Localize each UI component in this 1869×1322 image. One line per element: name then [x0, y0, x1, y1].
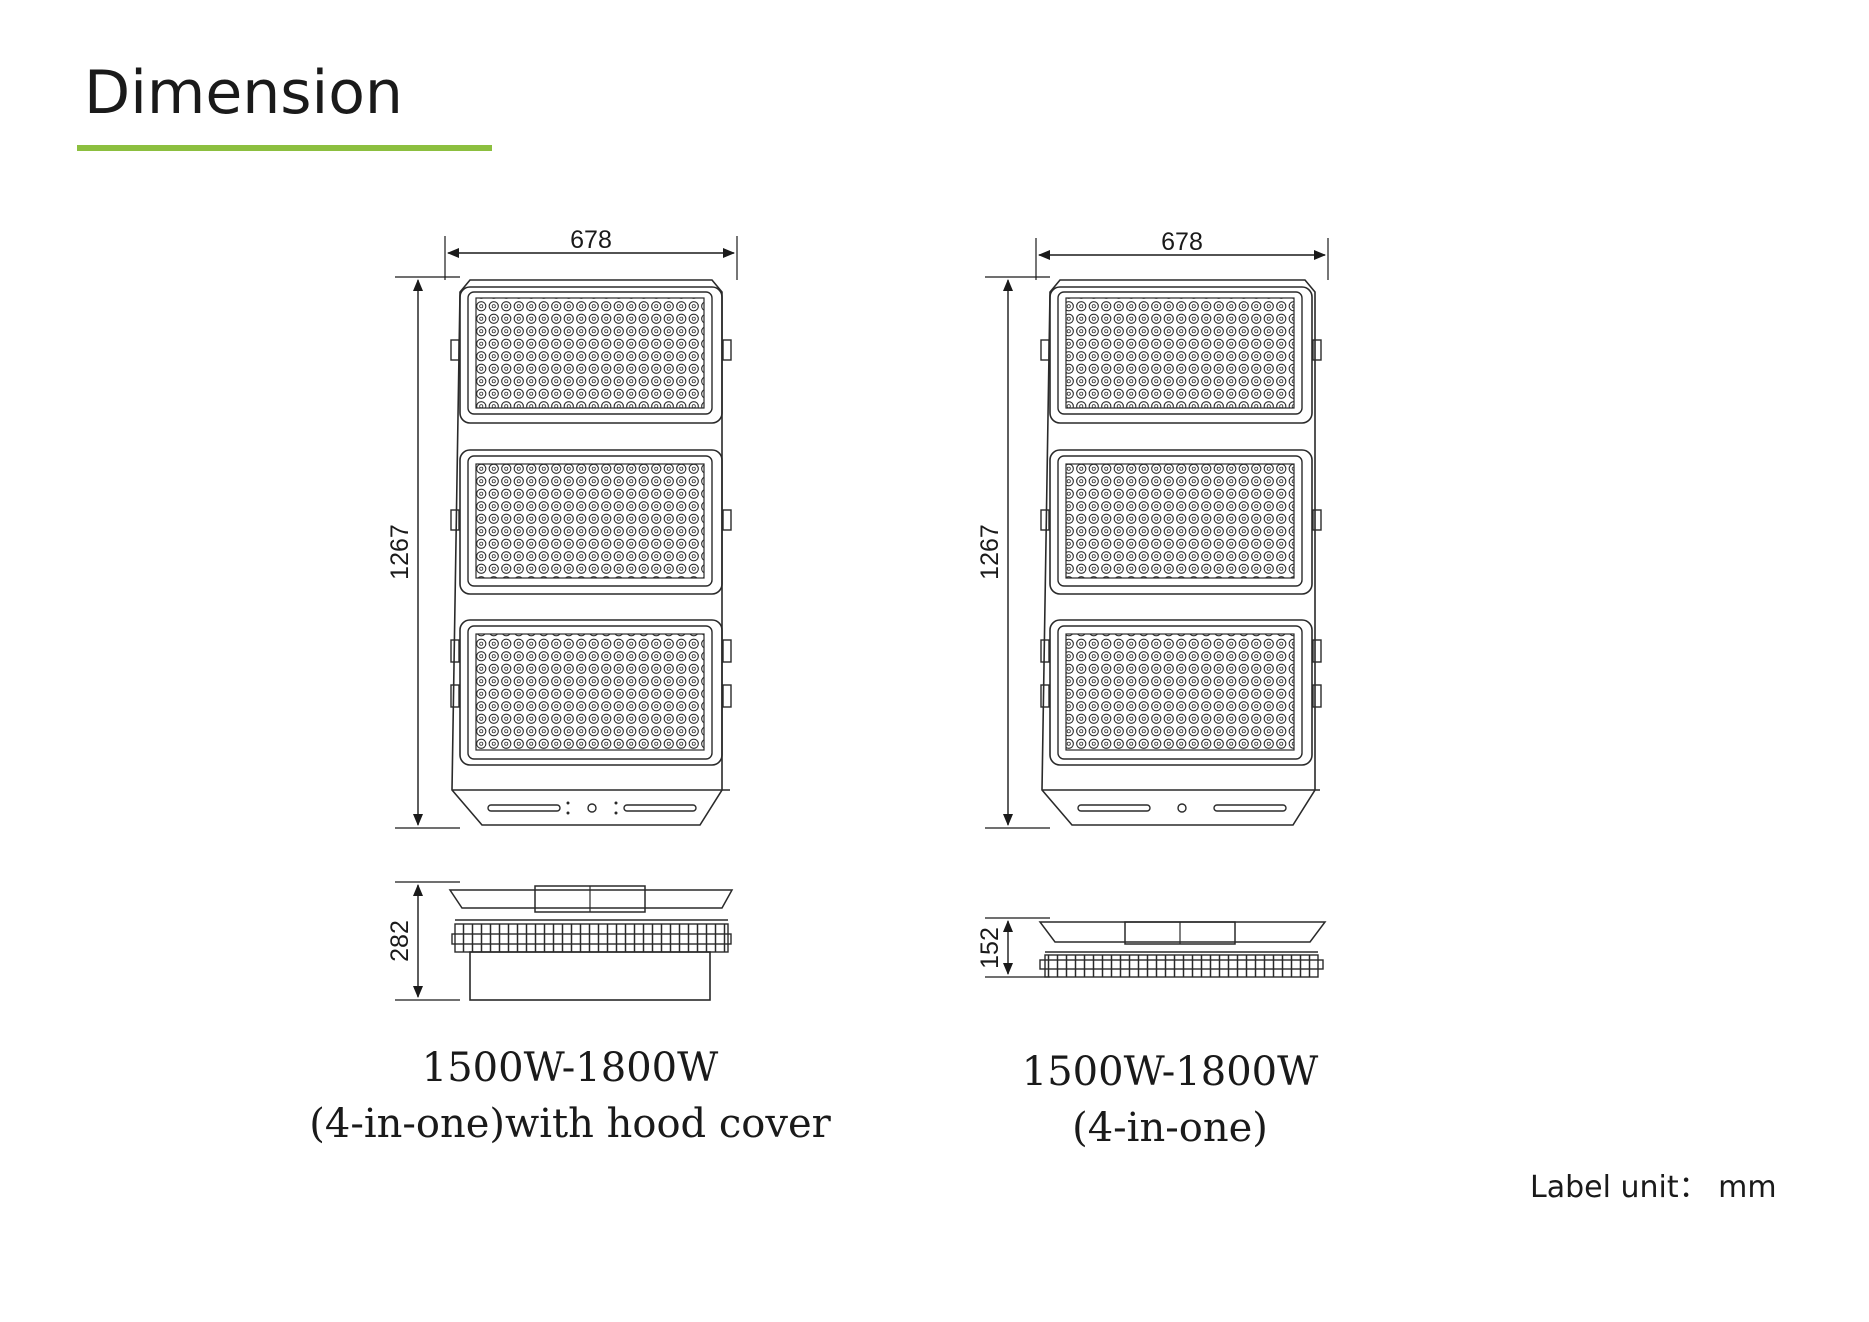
caption-no-hood: 1500W-1800W (4-in-one) [1010, 1044, 1330, 1156]
caption-wattage: 1500W-1800W [1021, 1049, 1319, 1095]
height-label-left: 1267 [386, 524, 414, 580]
front-view-with-hood [395, 236, 738, 829]
height-label-right: 1267 [976, 524, 1004, 580]
caption-model: (4-in-one)with hood cover [309, 1101, 831, 1147]
page-title: Dimension [84, 58, 403, 128]
caption-model: (4-in-one) [1072, 1105, 1268, 1151]
caption-with-hood: 1500W-1800W (4-in-one)with hood cover [290, 1040, 850, 1152]
side-view-with-hood [395, 881, 734, 1001]
side-height-label-left: 282 [386, 920, 414, 962]
side-view-no-hood [985, 917, 1327, 978]
width-label-right: 678 [1161, 228, 1203, 256]
side-height-label-right: 152 [976, 927, 1004, 969]
width-label-left: 678 [570, 226, 612, 254]
title-underline [77, 145, 492, 151]
caption-wattage: 1500W-1800W [421, 1045, 719, 1091]
front-view-no-hood [985, 238, 1329, 829]
unit-label: Label unit： mm [1530, 1170, 1777, 1205]
